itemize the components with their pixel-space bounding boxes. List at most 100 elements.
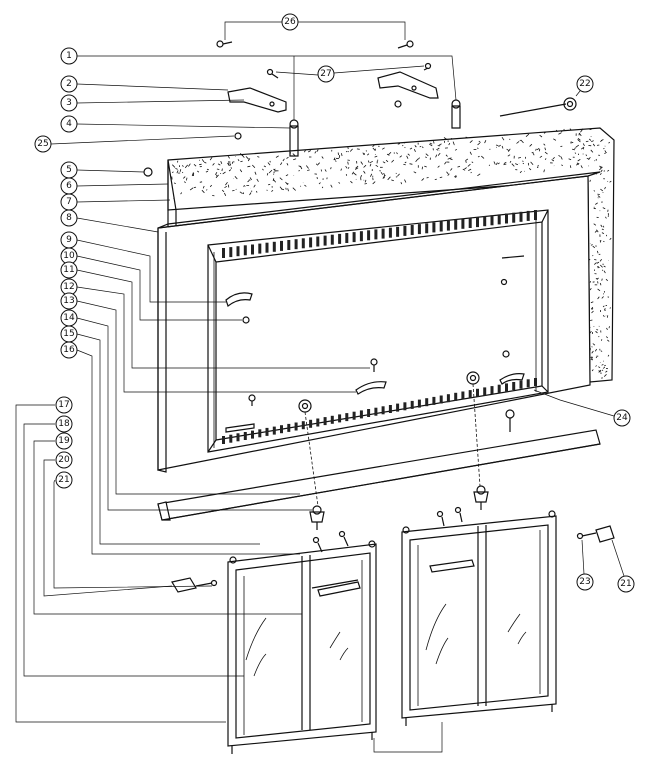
insulation-fleck <box>465 136 469 139</box>
insulation-fleck <box>247 158 251 162</box>
insulation-fleck <box>286 156 289 159</box>
svg-text:26: 26 <box>284 17 296 27</box>
grille-slot <box>483 216 487 227</box>
insulation-fleck <box>347 150 349 153</box>
insulation-fleck <box>450 168 453 171</box>
grille-slot <box>287 423 291 432</box>
insulation-fleck <box>539 155 543 158</box>
insulation-fleck <box>257 156 260 158</box>
insulation-fleck <box>421 146 424 149</box>
insulation-fleck <box>589 179 591 182</box>
grille-slot <box>258 243 262 254</box>
grille-slot <box>352 232 356 243</box>
insulation-fleck <box>249 177 252 181</box>
insulation-fleck <box>595 356 598 359</box>
insulation-fleck <box>544 158 547 161</box>
insulation-fleck <box>481 155 485 159</box>
callout-8: 8 <box>60 209 78 227</box>
insulation-fleck <box>402 144 404 147</box>
svg-text:4: 4 <box>66 119 72 129</box>
insulation-fleck <box>585 140 589 143</box>
grille-slot <box>287 240 291 250</box>
insulation-fleck <box>279 177 283 181</box>
insulation-fleck <box>601 339 603 341</box>
insulation-fleck <box>465 158 469 161</box>
grille-slot <box>425 223 429 234</box>
insulation-fleck <box>560 145 563 147</box>
insulation-fleck <box>237 159 240 162</box>
insulation-fleck <box>594 348 598 352</box>
svg-text:23: 23 <box>579 577 590 587</box>
grille-slot <box>446 220 450 231</box>
insulation-fleck <box>266 172 269 176</box>
insulation-fleck <box>561 164 563 166</box>
insulation-fleck <box>245 156 249 160</box>
insulation-fleck <box>608 141 611 144</box>
grille-slot <box>454 219 458 230</box>
callout-21-right: 21 <box>617 575 635 593</box>
insulation-fleck <box>592 245 596 249</box>
grille-slot <box>526 210 530 221</box>
insulation-fleck <box>282 158 285 162</box>
grille-slot <box>454 392 458 401</box>
grille-slot <box>345 413 349 422</box>
insulation-fleck <box>601 296 604 299</box>
insulation-fleck <box>448 142 451 146</box>
insulation-fleck <box>522 162 525 165</box>
insulation-fleck <box>241 154 245 158</box>
insulation-fleck <box>239 191 243 195</box>
insulation-fleck <box>604 151 607 154</box>
insulation-fleck <box>464 167 467 170</box>
insulation-fleck <box>592 143 596 147</box>
svg-text:2: 2 <box>66 79 72 89</box>
insulation-fleck <box>477 142 481 146</box>
insulation-fleck <box>256 178 259 182</box>
insulation-fleck <box>396 152 398 155</box>
grille-slot <box>417 399 421 408</box>
insulation-fleck <box>256 190 258 193</box>
grille-slot <box>519 380 523 389</box>
insulation-fleck <box>590 149 594 153</box>
insulation-fleck <box>501 145 504 149</box>
insulation-fleck <box>204 161 207 164</box>
insulation-fleck <box>484 140 487 144</box>
insulation-fleck <box>435 154 438 158</box>
insulation-fleck <box>603 240 605 243</box>
callout-7: 7 <box>60 193 78 211</box>
insulation-fleck <box>588 157 591 160</box>
svg-text:20: 20 <box>58 455 70 465</box>
insulation-fleck <box>518 157 521 159</box>
insulation-fleck <box>601 369 604 371</box>
insulation-fleck <box>528 168 532 171</box>
svg-text:13: 13 <box>63 296 74 306</box>
insulation-fleck <box>558 154 561 157</box>
insulation-fleck <box>347 161 349 165</box>
insulation-fleck <box>239 169 243 173</box>
grille-slot <box>258 429 262 438</box>
grille-slot <box>396 403 400 412</box>
insulation-fleck <box>404 146 406 149</box>
insulation-fleck <box>572 148 576 151</box>
insulation-fleck <box>544 151 548 155</box>
insulation-fleck <box>598 366 601 369</box>
svg-text:16: 16 <box>63 345 75 355</box>
insulation-fleck <box>600 224 603 228</box>
insulation-fleck <box>519 139 521 141</box>
callout-5: 5 <box>60 161 78 179</box>
insulation-fleck <box>497 162 500 165</box>
svg-text:1: 1 <box>66 51 72 61</box>
insulation-fleck <box>330 184 333 188</box>
svg-text:8: 8 <box>66 213 72 223</box>
insulation-fleck <box>580 165 583 169</box>
insulation-fleck <box>588 138 592 141</box>
top-grille <box>222 210 537 258</box>
insulation-fleck <box>280 162 283 166</box>
insulation-fleck <box>193 164 197 167</box>
insulation-fleck <box>253 184 256 188</box>
insulation-fleck <box>300 185 302 187</box>
callout-13: 13 <box>60 292 78 310</box>
insulation-fleck <box>531 151 534 154</box>
insulation-fleck <box>240 160 243 163</box>
callout-11: 11 <box>60 261 78 279</box>
insulation-fleck <box>568 158 572 161</box>
